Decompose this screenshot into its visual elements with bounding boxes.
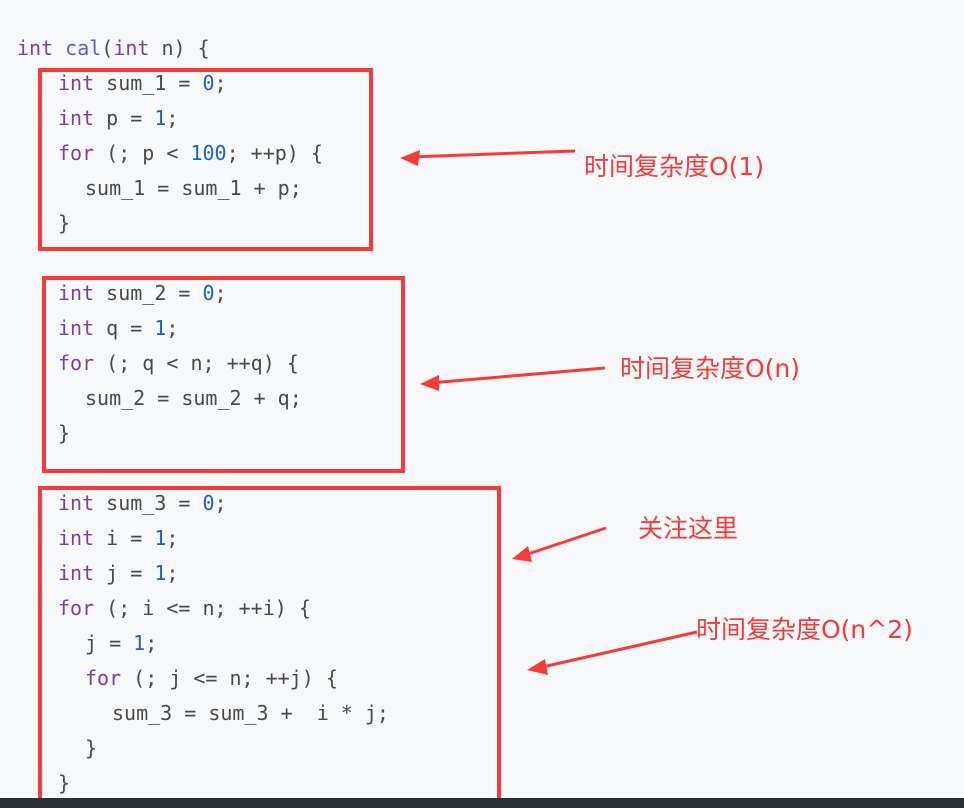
code-text: ; — [214, 491, 227, 515]
code-number: 0 — [202, 491, 215, 515]
code-line: int q = 1; — [58, 311, 178, 346]
code-keyword: for — [58, 596, 95, 620]
code-line: j = 1; — [85, 626, 157, 661]
code-keyword: int — [58, 71, 95, 95]
code-keyword: int — [17, 36, 54, 60]
code-text: sum_1 = — [94, 71, 203, 95]
code-keyword: for — [58, 141, 95, 165]
code-keyword: int — [58, 106, 95, 130]
code-number: 1 — [154, 561, 167, 585]
code-text: } — [58, 211, 71, 235]
arrow-block1 — [400, 149, 576, 166]
code-line: int j = 1; — [58, 556, 178, 591]
highlight-box-block1 — [38, 68, 373, 251]
annotation-block3: 时间复杂度O(n^2) — [696, 615, 913, 644]
code-function-name: cal — [65, 36, 102, 60]
arrow-focus — [512, 526, 607, 562]
code-text: ; — [166, 561, 179, 585]
code-line: sum_2 = sum_2 + q; — [85, 381, 302, 416]
code-number: 0 — [202, 281, 215, 305]
code-text: (; p < — [94, 141, 191, 165]
code-keyword: for — [58, 351, 95, 375]
code-text: j = — [94, 561, 155, 585]
code-line: int sum_2 = 0; — [58, 276, 227, 311]
code-text: j = — [85, 631, 134, 655]
code-line: sum_1 = sum_1 + p; — [85, 171, 302, 206]
annotation-block2: 时间复杂度O(n) — [620, 354, 801, 383]
code-line: for (; i <= n; ++i) { — [58, 591, 311, 626]
code-text: q = — [94, 316, 155, 340]
code-keyword: int — [58, 561, 95, 585]
arrow-block3 — [527, 630, 698, 675]
code-line: } — [58, 416, 70, 451]
code-number: 0 — [202, 71, 215, 95]
code-text: sum_2 = — [94, 281, 203, 305]
bottom-bar — [0, 798, 964, 808]
code-text: ( — [101, 36, 114, 60]
code-keyword: int — [113, 36, 150, 60]
code-number: 1 — [154, 526, 167, 550]
code-number: 100 — [190, 141, 227, 165]
code-number: 1 — [154, 106, 167, 130]
code-text: ; — [166, 526, 179, 550]
code-line: for (; p < 100; ++p) { — [58, 136, 323, 171]
code-line: int p = 1; — [58, 101, 178, 136]
code-keyword: int — [58, 491, 95, 515]
code-text: (; j <= n; ++j) { — [121, 666, 338, 690]
code-number: 1 — [154, 316, 167, 340]
code-number: 1 — [133, 631, 146, 655]
code-line: int sum_3 = 0; — [58, 486, 227, 521]
code-line: int i = 1; — [58, 521, 178, 556]
code-text: (; i <= n; ++i) { — [94, 596, 311, 620]
arrow-block2 — [420, 366, 606, 391]
code-line: for (; q < n; ++q) { — [58, 346, 299, 381]
code-line: int cal(int n) { — [17, 31, 210, 66]
annotation-focus: 关注这里 — [638, 514, 739, 543]
code-line: } — [58, 766, 70, 801]
code-text: ; — [145, 631, 158, 655]
code-line: sum_3 = sum_3 + i * j; — [112, 696, 389, 731]
code-keyword: int — [58, 316, 95, 340]
code-line: } — [58, 206, 70, 241]
code-text: } — [58, 771, 71, 795]
code-text: sum_2 = sum_2 + q; — [85, 386, 302, 410]
code-keyword: int — [58, 526, 95, 550]
code-line: int sum_1 = 0; — [58, 66, 227, 101]
code-text: ; — [166, 106, 179, 130]
code-text: ; — [166, 316, 179, 340]
code-text: sum_1 = sum_1 + p; — [85, 176, 302, 200]
code-text: (; q < n; ++q) { — [94, 351, 299, 375]
code-text: sum_3 = sum_3 + i * j; — [112, 701, 389, 725]
code-line: } — [85, 731, 97, 766]
code-keyword: int — [58, 281, 95, 305]
code-text: } — [85, 736, 98, 760]
code-text: p = — [94, 106, 155, 130]
code-keyword: for — [85, 666, 122, 690]
annotation-block1: 时间复杂度O(1) — [584, 152, 765, 181]
code-text: ; — [214, 281, 227, 305]
code-text: n) { — [149, 36, 210, 60]
code-text: i = — [94, 526, 155, 550]
code-text: sum_3 = — [94, 491, 203, 515]
highlight-box-block2 — [42, 276, 405, 473]
code-text: ; — [214, 71, 227, 95]
code-text: ; ++p) { — [226, 141, 323, 165]
code-text: } — [58, 421, 71, 445]
code-line: for (; j <= n; ++j) { — [85, 661, 338, 696]
